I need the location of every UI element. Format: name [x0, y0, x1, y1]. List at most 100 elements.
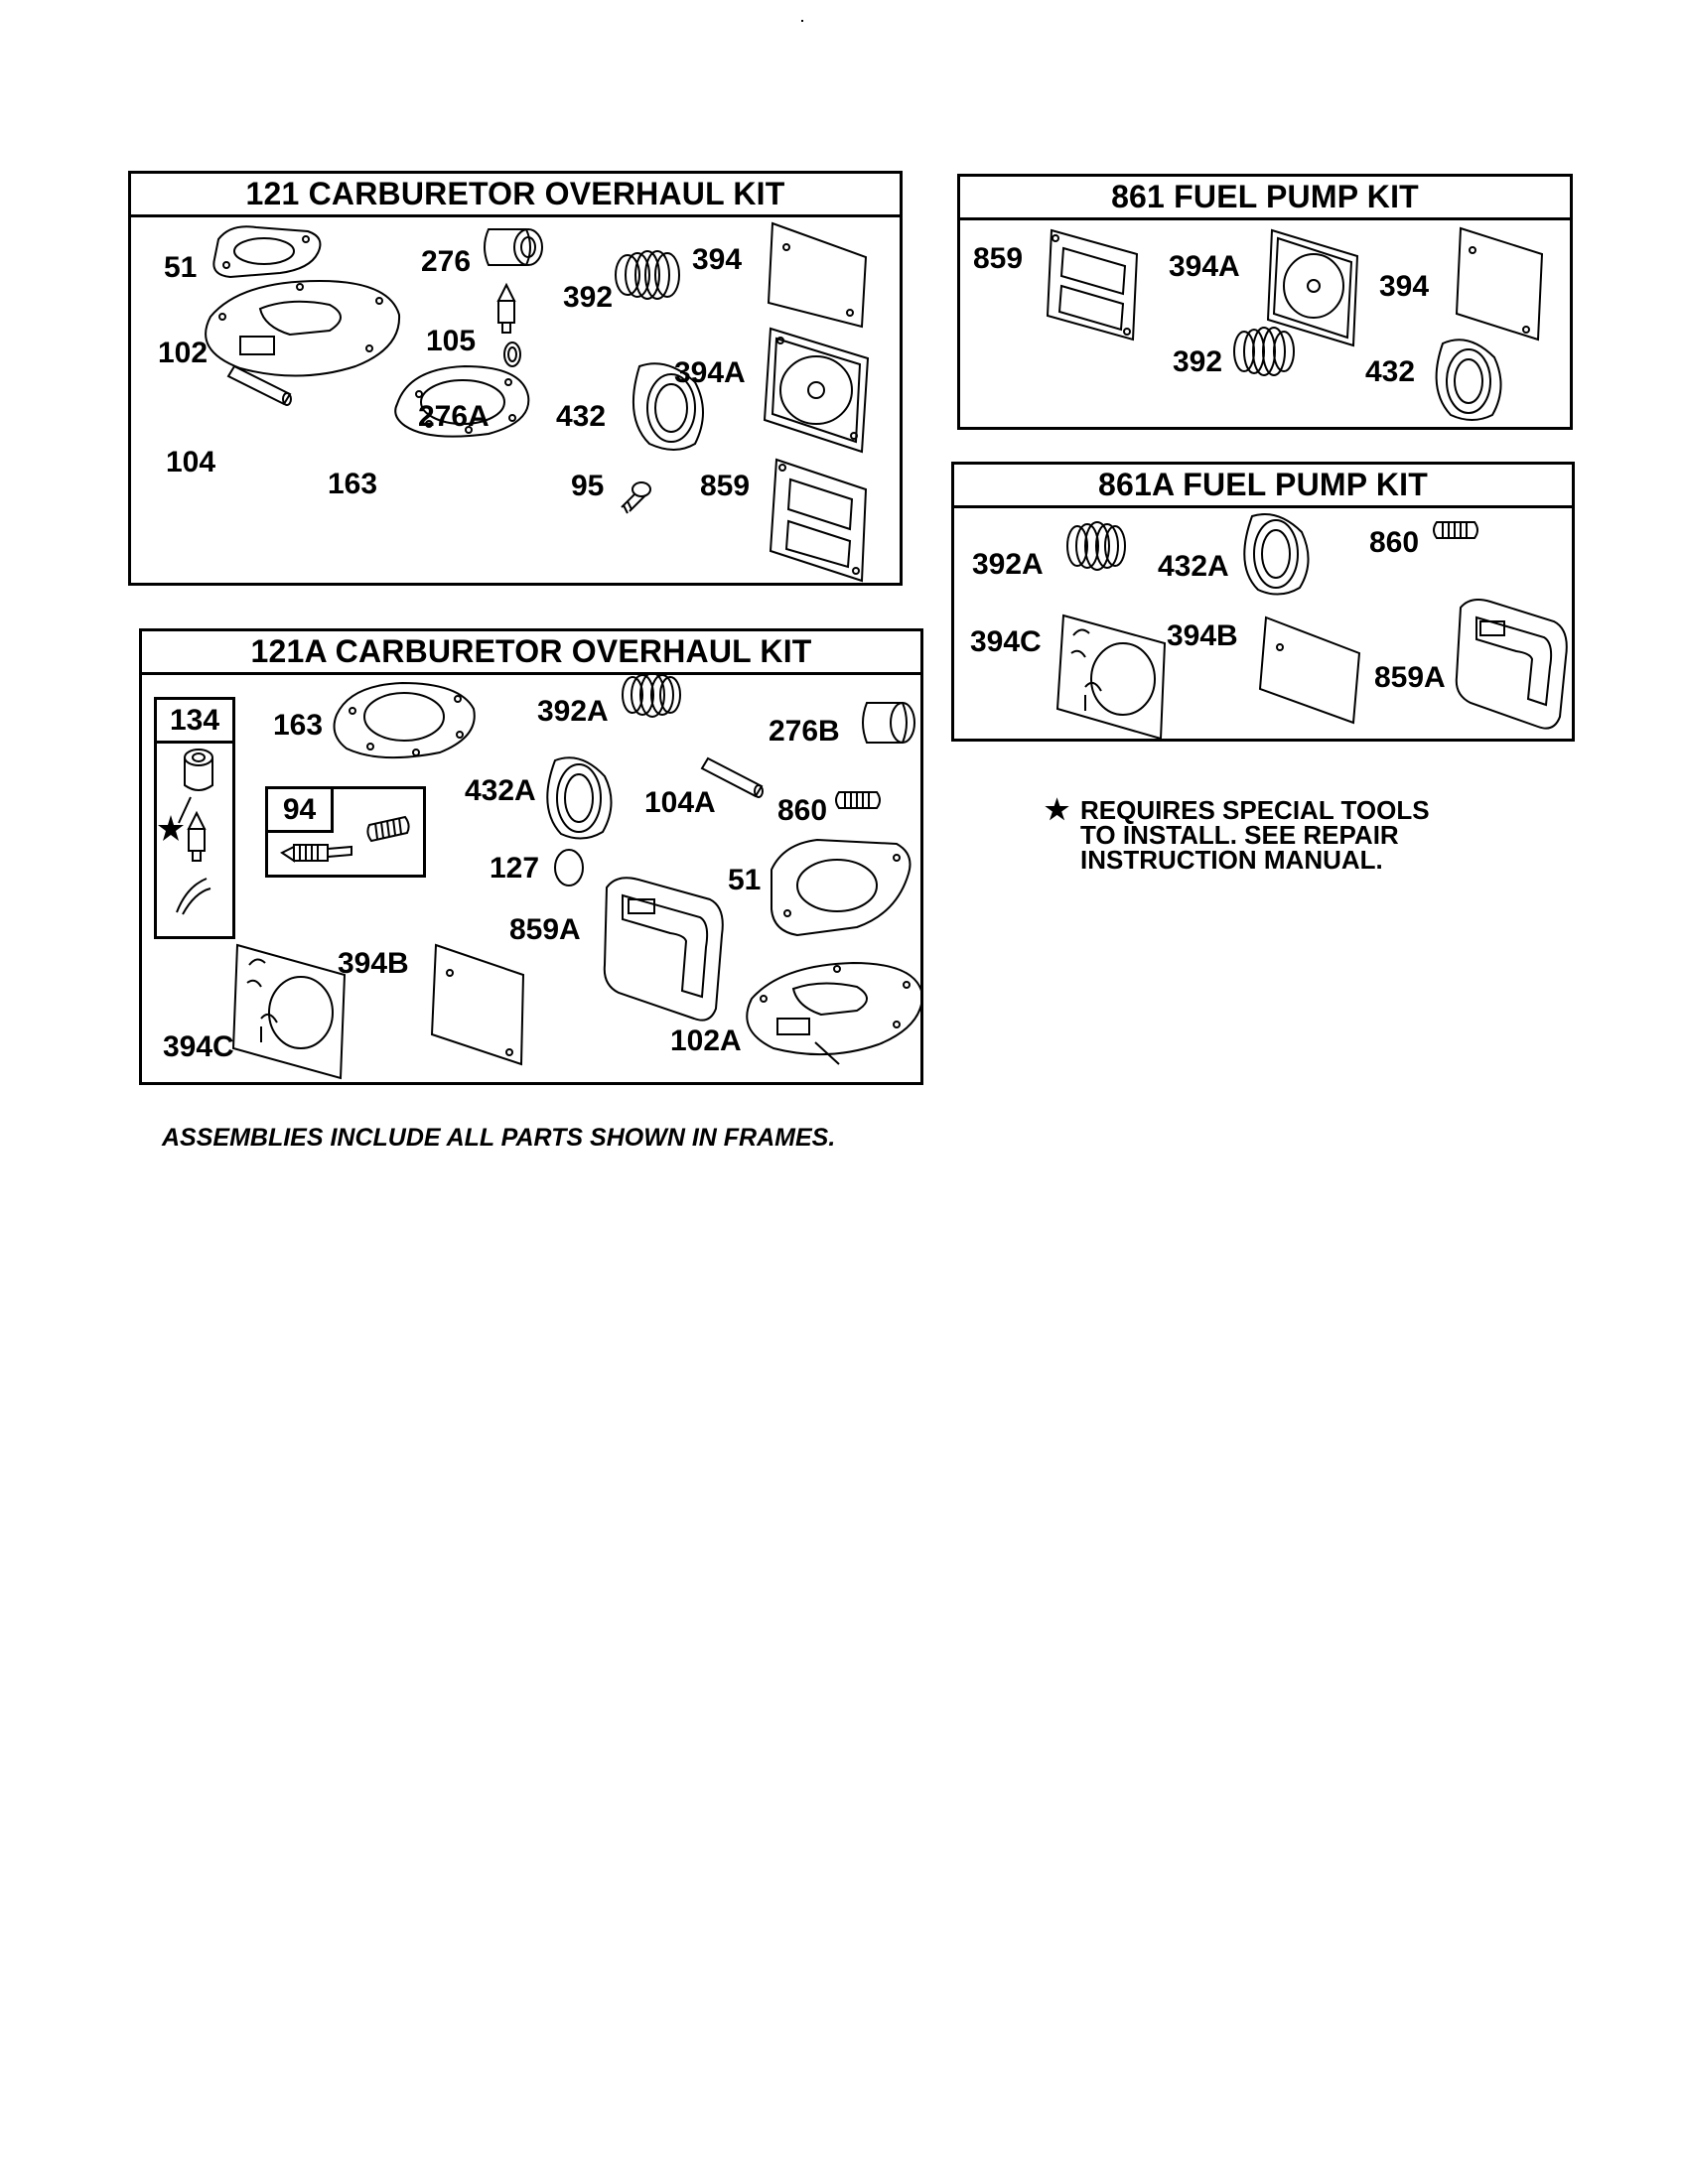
- part-51-gasket: [771, 838, 912, 937]
- leader-102A: [814, 1041, 840, 1065]
- frame-title: 121A CARBURETOR OVERHAUL KIT: [142, 631, 920, 675]
- frame-861-fuel-pump-kit: 861 FUEL PUMP KIT: [957, 174, 1573, 430]
- part-392-spring: [1233, 327, 1295, 376]
- star-icon: [158, 796, 192, 841]
- label-102A: 102A: [670, 1024, 742, 1057]
- part-163-gasket: [333, 681, 476, 759]
- label-102: 102: [158, 337, 209, 369]
- subframe-94: 94: [265, 786, 426, 878]
- frame-title: 861 FUEL PUMP KIT: [960, 177, 1570, 220]
- part-859A-gasket: [1455, 599, 1568, 730]
- part-394-diaphragm: [767, 221, 868, 329]
- label-432A: 432A: [465, 774, 536, 807]
- part-860-spring: [835, 791, 881, 809]
- star-icon: ★: [1045, 794, 1070, 825]
- part-432A-seal: [546, 756, 613, 840]
- part-394B-diaphragm: [1258, 615, 1361, 725]
- label-51: 51: [164, 251, 198, 284]
- label-163: 163: [328, 468, 378, 500]
- part-392A-spring: [1066, 521, 1126, 571]
- label-859: 859: [973, 242, 1024, 275]
- subframe-134-title: 134: [157, 700, 232, 744]
- part-134-clip: [176, 878, 211, 915]
- subframe-94-parts: [280, 815, 410, 863]
- special-tools-note: ★ REQUIRES SPECIAL TOOLS TO INSTALL. SEE…: [1045, 794, 1430, 875]
- part-102-gasket: [205, 279, 401, 377]
- part-127-seal: [554, 849, 584, 887]
- note-line-2: TO INSTALL. SEE REPAIR: [1080, 820, 1399, 850]
- frame-title: 121 CARBURETOR OVERHAUL KIT: [131, 174, 900, 217]
- label-276B: 276B: [769, 715, 840, 748]
- label-51: 51: [728, 864, 762, 896]
- part-51-gasket: [212, 225, 322, 279]
- scan-speck: [801, 20, 803, 22]
- label-860: 860: [777, 794, 828, 827]
- part-859-gasket: [769, 458, 868, 583]
- part-432-seal: [1435, 339, 1502, 421]
- label-860: 860: [1369, 526, 1420, 559]
- part-432-seal: [632, 362, 704, 451]
- part-394C-diaphragm: [1055, 614, 1167, 739]
- label-95: 95: [571, 470, 605, 502]
- part-94-screw: [280, 844, 352, 863]
- label-394: 394: [692, 243, 743, 276]
- label-392A: 392A: [972, 548, 1044, 581]
- label-392A: 392A: [537, 695, 609, 728]
- label-392: 392: [1173, 345, 1223, 378]
- part-394C-diaphragm: [231, 943, 347, 1080]
- label-394A: 394A: [674, 356, 746, 389]
- label-276: 276: [421, 245, 472, 278]
- label-394B: 394B: [1167, 619, 1238, 652]
- part-859A-gasket: [603, 877, 724, 1022]
- label-104A: 104A: [644, 786, 716, 819]
- label-859A: 859A: [509, 913, 581, 946]
- frame-121A-carburetor-overhaul-kit: 121A CARBURETOR OVERHAUL KIT: [139, 628, 923, 1085]
- label-104: 104: [166, 446, 216, 478]
- part-95-screw: [621, 481, 651, 514]
- part-394A-diaphragm: [1266, 228, 1359, 347]
- label-394: 394: [1379, 270, 1430, 303]
- label-859: 859: [700, 470, 751, 502]
- part-102A-gasket: [746, 961, 920, 1056]
- label-392: 392: [563, 281, 614, 314]
- label-859A: 859A: [1374, 661, 1446, 694]
- note-line-1: REQUIRES SPECIAL TOOLS: [1080, 795, 1430, 825]
- part-394-diaphragm: [1455, 226, 1544, 341]
- subframe-134: 134: [154, 697, 235, 939]
- label-127: 127: [490, 852, 540, 885]
- part-134-needle: [187, 810, 207, 862]
- label-394B: 394B: [338, 947, 409, 980]
- label-432: 432: [556, 400, 607, 433]
- frame-121-carburetor-overhaul-kit: 121 CARBURETOR OVERHAUL KIT: [128, 171, 903, 586]
- label-394A: 394A: [1169, 250, 1240, 283]
- label-394C: 394C: [970, 625, 1042, 658]
- part-276-bushing: [484, 228, 543, 266]
- part-392-spring: [615, 250, 680, 300]
- part-860-spring: [1433, 521, 1478, 539]
- part-104-pin: [226, 364, 292, 406]
- label-105: 105: [426, 325, 477, 357]
- part-104A-pin: [700, 756, 764, 798]
- part-394B-diaphragm: [430, 943, 525, 1066]
- part-276A-oring: [503, 341, 521, 367]
- kit-861-parts-drawing: [1046, 226, 1544, 421]
- note-line-3: INSTRUCTION MANUAL.: [1080, 845, 1383, 875]
- part-392A-spring: [622, 675, 681, 718]
- label-432: 432: [1365, 355, 1416, 388]
- part-163-gasket: [394, 364, 530, 438]
- frame-title: 861A FUEL PUMP KIT: [954, 465, 1572, 508]
- part-859-gasket: [1046, 228, 1139, 341]
- label-394C: 394C: [163, 1030, 234, 1063]
- subframe-94-title: 94: [268, 789, 334, 833]
- label-276A: 276A: [418, 400, 490, 433]
- part-105-needle: [496, 282, 516, 334]
- part-394A-diaphragm: [763, 327, 870, 454]
- kit-861A-parts-drawing: [1055, 513, 1568, 739]
- kit-121A-parts-drawing: [231, 675, 920, 1080]
- label-163: 163: [273, 709, 324, 742]
- part-134-seat: [184, 749, 213, 791]
- frame-861A-fuel-pump-kit: 861A FUEL PUMP KIT: [951, 462, 1575, 742]
- subframe-134-parts: [158, 749, 213, 915]
- assemblies-footer-note: ASSEMBLIES INCLUDE ALL PARTS SHOWN IN FR…: [162, 1124, 836, 1152]
- part-276B-bushing: [862, 702, 915, 744]
